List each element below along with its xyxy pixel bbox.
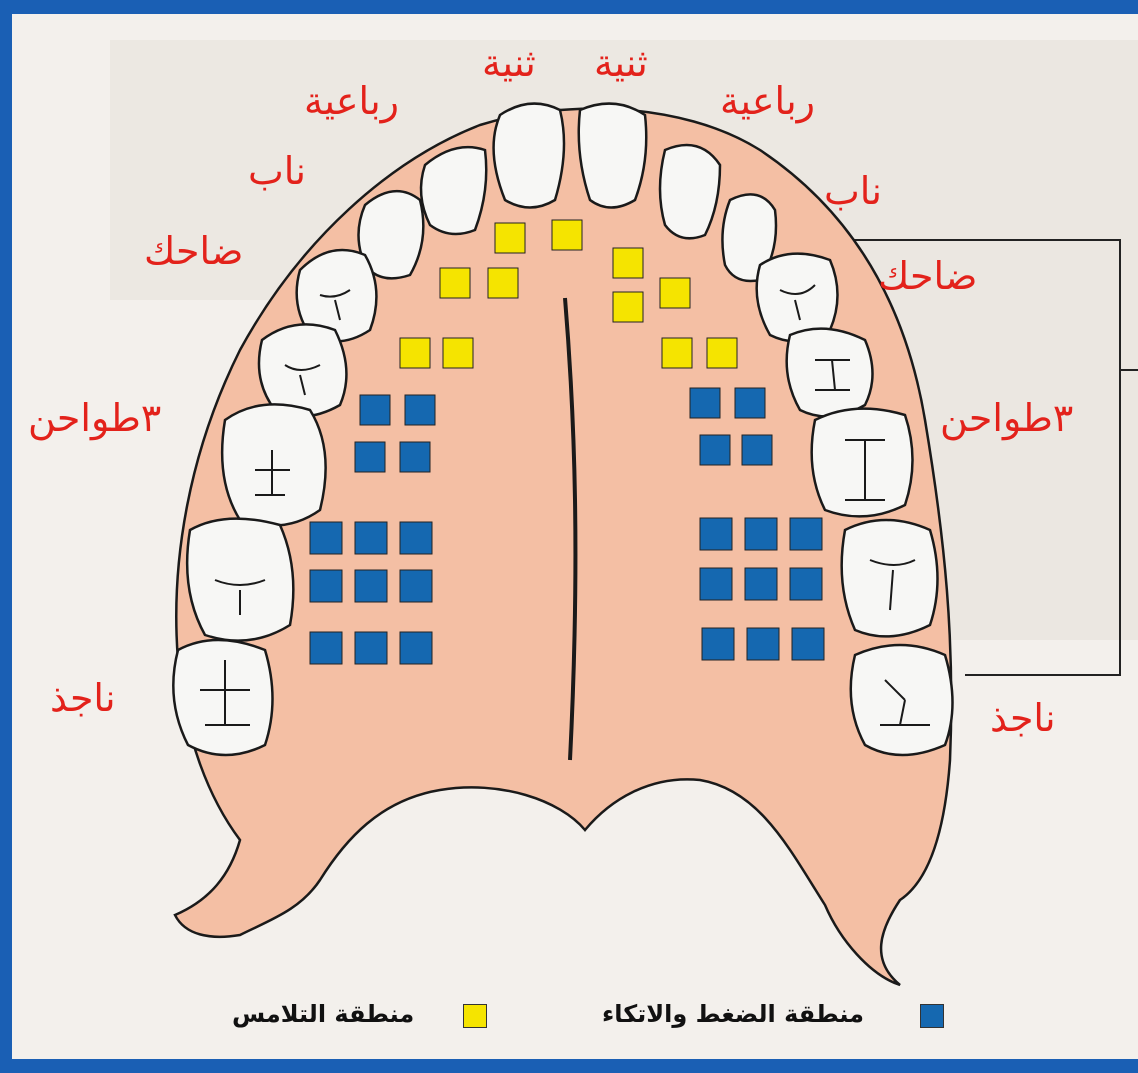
label-canine-right: ناب (824, 172, 882, 210)
diagram-frame: ثنية ثنية رباعية رباعية ناب ناب ضاحك ضاح… (12, 14, 1138, 1059)
label-molars-right: ٣طواحن (940, 399, 1073, 437)
right-second-molar-tooth (842, 520, 938, 636)
label-central-incisor-right: ثنية (594, 44, 648, 82)
left-first-molar-tooth (222, 404, 325, 525)
contact-zone-legend-label: منطقة التلامس (232, 1000, 414, 1028)
right-second-premolar-tooth (787, 329, 873, 417)
right-third-molar-tooth (851, 645, 953, 755)
right-central-incisor-tooth (579, 104, 647, 208)
label-wisdom-left: ناجذ (50, 679, 116, 717)
label-premolar-right: ضاحك (878, 257, 977, 295)
contact-zone-swatch (463, 1004, 487, 1028)
left-lateral-incisor-tooth (421, 147, 486, 234)
label-lateral-incisor-right: رباعية (720, 82, 815, 120)
right-lateral-incisor-tooth (660, 145, 720, 238)
palate-diagram (12, 14, 1138, 1059)
left-second-molar-tooth (187, 519, 293, 641)
label-premolar-left: ضاحك (144, 232, 243, 270)
label-molars-left: ٣طواحن (28, 399, 161, 437)
left-central-incisor-tooth (494, 104, 564, 208)
label-lateral-incisor-left: رباعية (304, 82, 399, 120)
label-central-incisor-left: ثنية (482, 44, 536, 82)
label-canine-left: ناب (248, 152, 306, 190)
label-wisdom-right: ناجذ (990, 699, 1056, 737)
pressure-zone-swatch (920, 1004, 944, 1028)
pressure-zone-legend-label: منطقة الضغط والاتكاء (602, 1000, 864, 1028)
left-third-molar-tooth (173, 640, 272, 755)
